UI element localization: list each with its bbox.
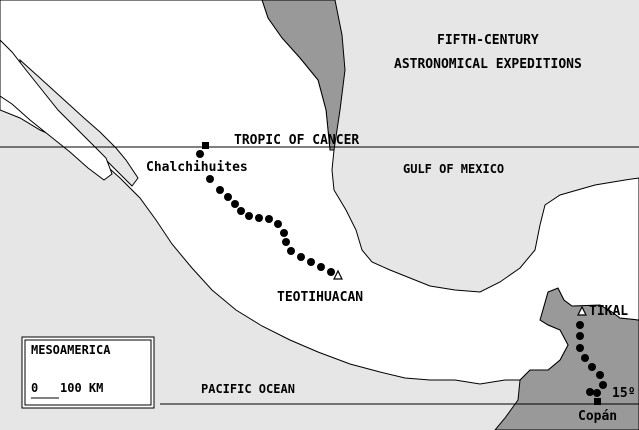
scale-distance-label: 100 KM xyxy=(60,381,103,395)
chalchihuites-label: Chalchihuites xyxy=(146,160,248,175)
gulf-of-mexico-label: GULF OF MEXICO xyxy=(403,162,504,176)
teotihuacan-label: TEOTIHUACAN xyxy=(277,290,363,305)
title-line1: FIFTH-CENTURY xyxy=(437,33,539,48)
tropic-label: TROPIC OF CANCER xyxy=(234,133,359,148)
tikal-label: TIKAL xyxy=(589,304,628,319)
pacific-ocean-label: PACIFIC OCEAN xyxy=(201,382,295,396)
title-line2: ASTRONOMICAL EXPEDITIONS xyxy=(394,57,582,72)
copan-label: Copán xyxy=(578,409,617,424)
scale-zero-label: 0 xyxy=(31,381,38,395)
teotihuacan-marker xyxy=(333,269,343,280)
route-copan xyxy=(576,321,607,405)
legend-title: MESOAMERICA xyxy=(31,343,111,357)
mexico-land xyxy=(0,0,639,385)
tikal-marker xyxy=(577,305,587,316)
legend-box: MESOAMERICA 0 100 KM xyxy=(21,336,155,409)
route-chalchihuites xyxy=(196,142,335,276)
fifteen-degree-label: 15º xyxy=(612,386,635,401)
baja-california xyxy=(0,39,113,181)
